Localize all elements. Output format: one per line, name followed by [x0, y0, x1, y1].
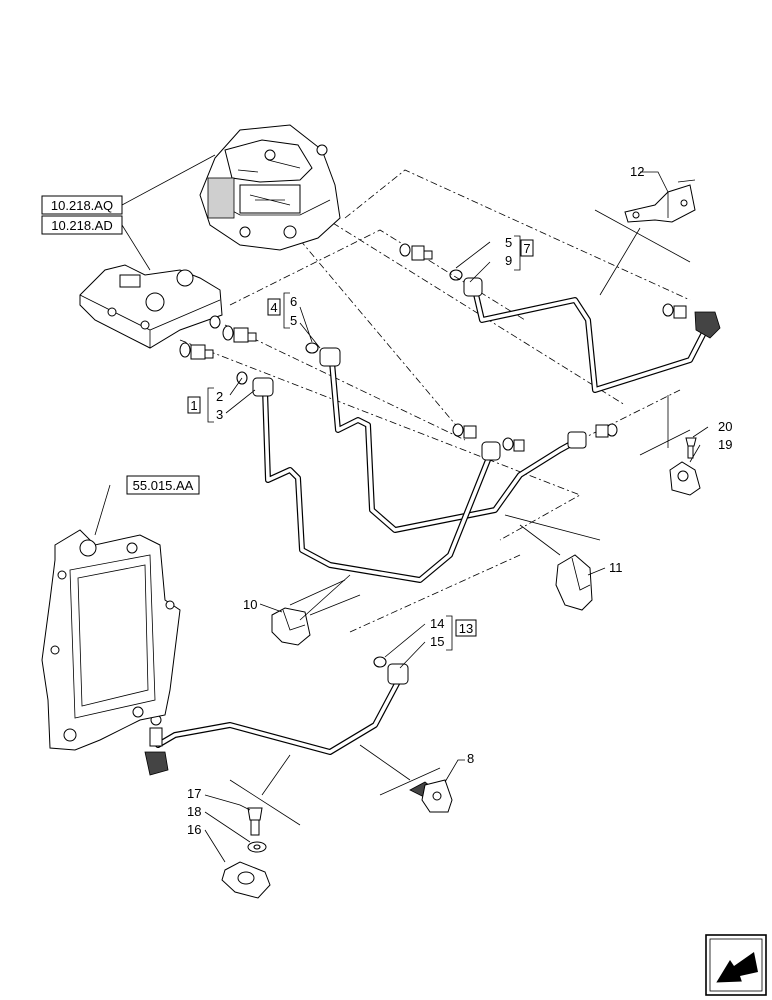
bracket-8[interactable]: [409, 779, 453, 813]
clip-11[interactable]: [555, 554, 593, 611]
clip-10[interactable]: [271, 607, 311, 646]
svg-text:10.218.AD: 10.218.AD: [51, 218, 112, 233]
callout-17: 17: [187, 786, 201, 801]
washer-18[interactable]: [247, 841, 267, 853]
callout-18: 18: [187, 804, 201, 819]
ref-rail-label[interactable]: 10.218.AD: [41, 215, 123, 235]
bracket-12[interactable]: [624, 179, 696, 223]
callout-11: 11: [609, 560, 623, 575]
bolt-20[interactable]: [685, 437, 697, 459]
next-page-arrow-icon[interactable]: [705, 934, 767, 996]
pipe-bottom[interactable]: [144, 663, 409, 776]
callout-19: 19: [718, 437, 732, 452]
callouts: 1 2 3 4 6 5 5 9 7 12 20 19 11 10 14 15 1…: [187, 164, 732, 837]
callout-6: 6: [290, 294, 297, 309]
rail-block[interactable]: [79, 264, 223, 349]
high-pressure-pump[interactable]: [199, 124, 341, 251]
ecu-module[interactable]: [41, 529, 181, 751]
callout-5-b: 5: [290, 313, 297, 328]
svg-text:55.015.AA: 55.015.AA: [133, 478, 194, 493]
callout-1: 1: [190, 398, 197, 413]
ref-ecu-label[interactable]: 55.015.AA: [126, 475, 200, 495]
bolt-17[interactable]: [247, 807, 263, 836]
callout-2: 2: [216, 389, 223, 404]
callout-15: 15: [430, 634, 444, 649]
callout-10: 10: [243, 597, 257, 612]
leader-lines: [94, 154, 709, 863]
callout-12: 12: [630, 164, 644, 179]
callout-16: 16: [187, 822, 201, 837]
callout-8: 8: [467, 751, 474, 766]
o-rings: [236, 269, 463, 668]
callout-14: 14: [430, 616, 444, 631]
callout-20: 20: [718, 419, 732, 434]
clamp-16[interactable]: [221, 861, 271, 899]
svg-text:10.218.AQ: 10.218.AQ: [51, 198, 113, 213]
callout-4: 4: [270, 300, 277, 315]
section-marks: [229, 209, 691, 826]
pipe-lower-left[interactable]: [252, 377, 501, 583]
pipe-upper-right[interactable]: [463, 277, 721, 393]
callout-9: 9: [505, 253, 512, 268]
callout-13: 13: [459, 621, 473, 636]
ref-hpump-label[interactable]: 10.218.AQ: [41, 195, 123, 215]
pipe-middle[interactable]: [319, 347, 587, 533]
clamp-19[interactable]: [669, 461, 701, 496]
assembly-lines: [179, 169, 691, 633]
callout-7: 7: [523, 241, 530, 256]
callout-5-a: 5: [505, 235, 512, 250]
rail-fittings: [179, 243, 687, 452]
callout-3: 3: [216, 407, 223, 422]
